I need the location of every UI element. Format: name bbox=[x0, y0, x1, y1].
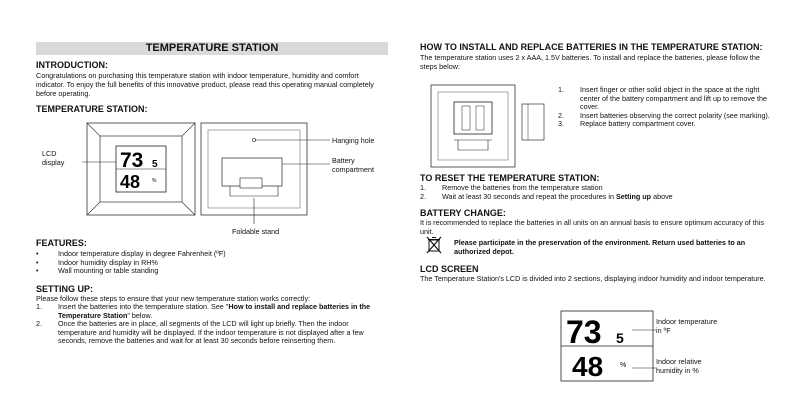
hanging-hole-label: Hanging hole bbox=[332, 136, 375, 145]
lcd-humidity-value: 48 bbox=[572, 351, 603, 382]
lcd-screen-diagram: 73 5 48 % bbox=[560, 310, 656, 382]
lcd-display-label-line2: display bbox=[42, 158, 65, 167]
install-step-1: 1.Insert finger or other solid object in… bbox=[558, 85, 767, 112]
reset-steps: 1.Remove the batteries from the temperat… bbox=[420, 183, 772, 201]
install-steps: 1.Insert finger or other solid object in… bbox=[558, 85, 774, 129]
setup-step-2: 2.Once the batteries are in place, all s… bbox=[36, 319, 364, 346]
page-title: TEMPERATURE STATION bbox=[36, 42, 388, 55]
lcd-humidity-unit: % bbox=[620, 362, 626, 369]
install-batteries-heading: HOW TO INSTALL AND REPLACE BATTERIES IN … bbox=[420, 42, 763, 52]
setting-up-intro: Please follow these steps to ensure that… bbox=[36, 294, 311, 303]
lcd-temp-value: 73 bbox=[566, 314, 602, 350]
battery-change-heading: BATTERY CHANGE: bbox=[420, 208, 506, 218]
lcd-screen-heading: LCD SCREEN bbox=[420, 264, 479, 274]
front-lcd-humidity-unit: % bbox=[152, 178, 157, 184]
feature-item: •Wall mounting or table standing bbox=[36, 266, 159, 276]
front-lcd-temp: 73 bbox=[120, 149, 143, 172]
install-batteries-text: The temperature station uses 2 x AAA, 1.… bbox=[420, 53, 760, 71]
features-list: •Indoor temperature display in degree Fa… bbox=[36, 249, 388, 276]
feature-item: •Indoor temperature display in degree Fa… bbox=[36, 249, 226, 258]
battery-compartment-label-line1: Battery bbox=[332, 156, 355, 165]
reset-heading: TO RESET THE TEMPERATURE STATION: bbox=[420, 173, 600, 183]
indoor-temp-label-line1: Indoor temperature bbox=[656, 317, 718, 326]
reset-step-1: 1.Remove the batteries from the temperat… bbox=[420, 183, 603, 192]
crossed-bin-icon bbox=[426, 236, 442, 254]
feature-item: •Indoor humidity display in RH% bbox=[36, 257, 158, 267]
station-front-diagram: 73 5 48 % bbox=[82, 122, 196, 216]
lcd-screen-text: The Temperature Station's LCD is divided… bbox=[420, 274, 766, 283]
foldable-stand-label: Foldable stand bbox=[232, 227, 280, 236]
front-lcd-humidity: 48 bbox=[120, 172, 140, 192]
battery-compartment-label-line2: compartment bbox=[332, 165, 374, 174]
temperature-station-heading: TEMPERATURE STATION: bbox=[36, 104, 148, 114]
reset-step-2: 2.Wait at least 30 seconds and repeat th… bbox=[420, 191, 673, 201]
introduction-heading: INTRODUCTION: bbox=[36, 60, 108, 70]
battery-change-text: It is recommended to replace the batteri… bbox=[420, 218, 764, 236]
indoor-humidity-label-line1: Indoor relative bbox=[656, 357, 702, 366]
battery-compartment-diagram bbox=[430, 84, 545, 168]
introduction-text: Congratulations on purchasing this tempe… bbox=[36, 71, 374, 98]
setting-up-steps: 1.Insert the batteries into the temperat… bbox=[36, 302, 388, 346]
station-back-diagram bbox=[200, 122, 330, 224]
install-step-2: 2.Insert batteries observing the correct… bbox=[558, 110, 770, 120]
front-lcd-temp-decimal: 5 bbox=[152, 159, 158, 170]
setting-up-heading: SETTING UP: bbox=[36, 284, 94, 294]
features-heading: FEATURES: bbox=[36, 238, 87, 248]
lcd-temp-decimal: 5 bbox=[616, 330, 624, 346]
lcd-display-label-line1: LCD bbox=[42, 149, 57, 158]
environment-notice: Please participate in the preservation o… bbox=[454, 238, 746, 256]
setup-step-1: 1.Insert the batteries into the temperat… bbox=[36, 302, 371, 320]
indoor-humidity-label-line2: humidity in % bbox=[656, 366, 699, 375]
indoor-temp-label-line2: in ºF bbox=[656, 326, 671, 335]
install-step-3: 3.Replace battery compartment cover. bbox=[558, 119, 696, 129]
